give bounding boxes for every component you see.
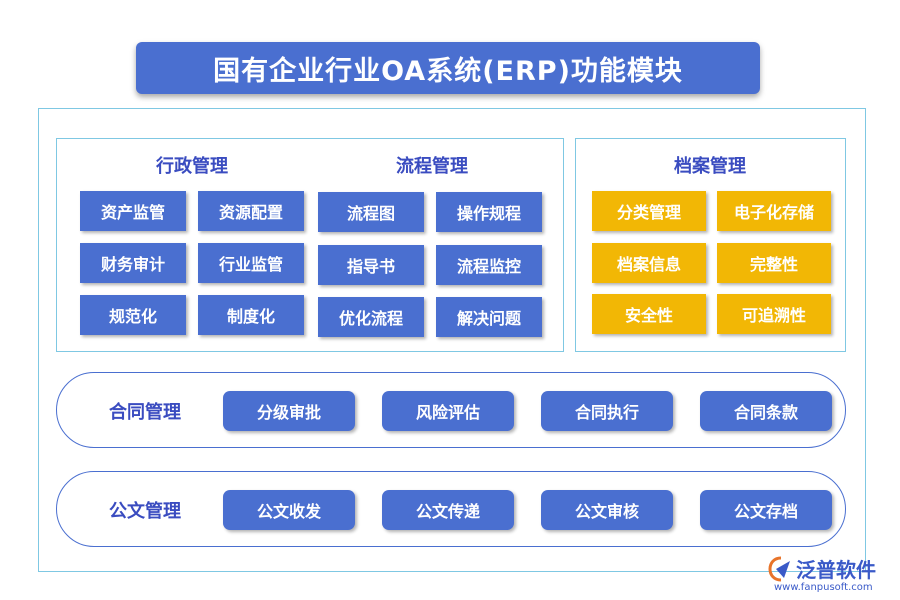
admin-item-asset-supervision: 资产监管 — [80, 191, 186, 231]
archive-item-traceability: 可追溯性 — [717, 294, 831, 334]
archive-section-title: 档案管理 — [674, 156, 746, 177]
contract-item-contract-execution: 合同执行 — [541, 391, 673, 431]
document-item-review: 公文审核 — [541, 490, 673, 530]
process-item-process-optimization: 优化流程 — [318, 297, 424, 337]
diagram-frame — [38, 108, 866, 572]
admin-process-panel — [56, 138, 564, 352]
process-item-operating-rules: 操作规程 — [436, 192, 542, 232]
document-item-send-receive: 公文收发 — [223, 490, 355, 530]
archive-item-archive-info: 档案信息 — [592, 243, 706, 283]
archive-item-security: 安全性 — [592, 294, 706, 334]
document-section-title: 公文管理 — [109, 501, 181, 522]
contract-item-tiered-approval: 分级审批 — [223, 391, 355, 431]
admin-item-industry-supervision: 行业监管 — [198, 243, 304, 283]
admin-item-institutionalization: 制度化 — [198, 295, 304, 335]
admin-item-standardization: 规范化 — [80, 295, 186, 335]
admin-item-resource-allocation: 资源配置 — [198, 191, 304, 231]
brand-name: 泛普软件 — [796, 558, 876, 582]
archive-item-integrity: 完整性 — [717, 243, 831, 283]
document-item-archive: 公文存档 — [700, 490, 832, 530]
process-section-title: 流程管理 — [396, 156, 468, 177]
contract-row: 合同管理 分级审批 风险评估 合同执行 合同条款 — [56, 372, 846, 448]
admin-section-title: 行政管理 — [156, 156, 228, 177]
brand-logo: 泛普软件 www.fanpusoft.com — [768, 552, 894, 596]
archive-item-electronic-storage: 电子化存储 — [717, 191, 831, 231]
contract-section-title: 合同管理 — [109, 402, 181, 423]
admin-item-financial-audit: 财务审计 — [80, 243, 186, 283]
document-row: 公文管理 公文收发 公文传递 公文审核 公文存档 — [56, 471, 846, 547]
process-item-problem-solving: 解决问题 — [436, 297, 542, 337]
document-item-transfer: 公文传递 — [382, 490, 514, 530]
process-item-guide-book: 指导书 — [318, 245, 424, 285]
brand-url: www.fanpusoft.com — [774, 582, 873, 593]
process-item-process-monitoring: 流程监控 — [436, 245, 542, 285]
process-item-flowchart: 流程图 — [318, 192, 424, 232]
brand-mark-icon — [768, 556, 790, 582]
archive-panel — [575, 138, 846, 352]
archive-item-classification: 分类管理 — [592, 191, 706, 231]
contract-item-contract-terms: 合同条款 — [700, 391, 832, 431]
contract-item-risk-assessment: 风险评估 — [382, 391, 514, 431]
page-title: 国有企业行业OA系统(ERP)功能模块 — [136, 42, 760, 94]
